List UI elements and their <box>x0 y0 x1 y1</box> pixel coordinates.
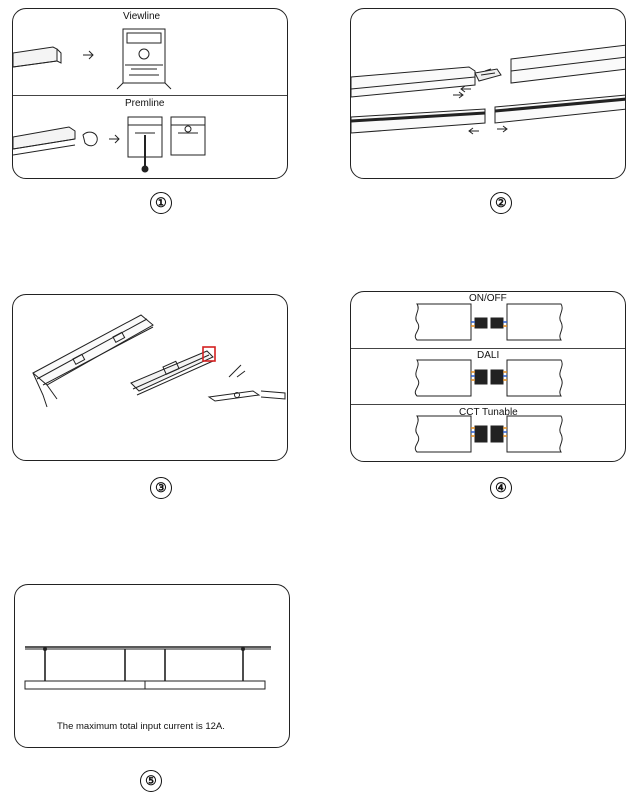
panel4-illustration <box>414 303 563 453</box>
panel-install-clip <box>12 294 288 461</box>
panel-viewline-premline: Viewline Premline <box>12 8 288 179</box>
panel2-illustration <box>351 44 625 135</box>
step-2-marker: ② <box>490 192 512 214</box>
wiring-divider-2 <box>351 404 625 405</box>
step-5-marker: ⑤ <box>140 770 162 792</box>
wiring-label-cct: CCT Tunable <box>459 407 518 418</box>
step-4-marker: ④ <box>490 477 512 499</box>
step-1-marker: ① <box>150 192 172 214</box>
panel3-illustration <box>32 314 286 408</box>
panel-suspension: The maximum total input current is 12A. <box>14 584 290 748</box>
panel1-divider <box>13 95 287 96</box>
max-current-note: The maximum total input current is 12A. <box>57 721 225 732</box>
panel-wiring: ON/OFF DALI CCT Tunable <box>350 291 626 462</box>
premline-label: Premline <box>125 98 165 109</box>
wiring-label-onoff: ON/OFF <box>469 293 507 304</box>
step-3-marker: ③ <box>150 477 172 499</box>
red-end-cap-mark <box>202 346 216 362</box>
panel-connection <box>350 8 626 179</box>
panel1-illustration <box>13 28 206 173</box>
wiring-divider-1 <box>351 348 625 349</box>
wiring-label-dali: DALI <box>477 350 500 361</box>
viewline-label: Viewline <box>123 11 161 22</box>
panel5-illustration <box>24 646 271 690</box>
